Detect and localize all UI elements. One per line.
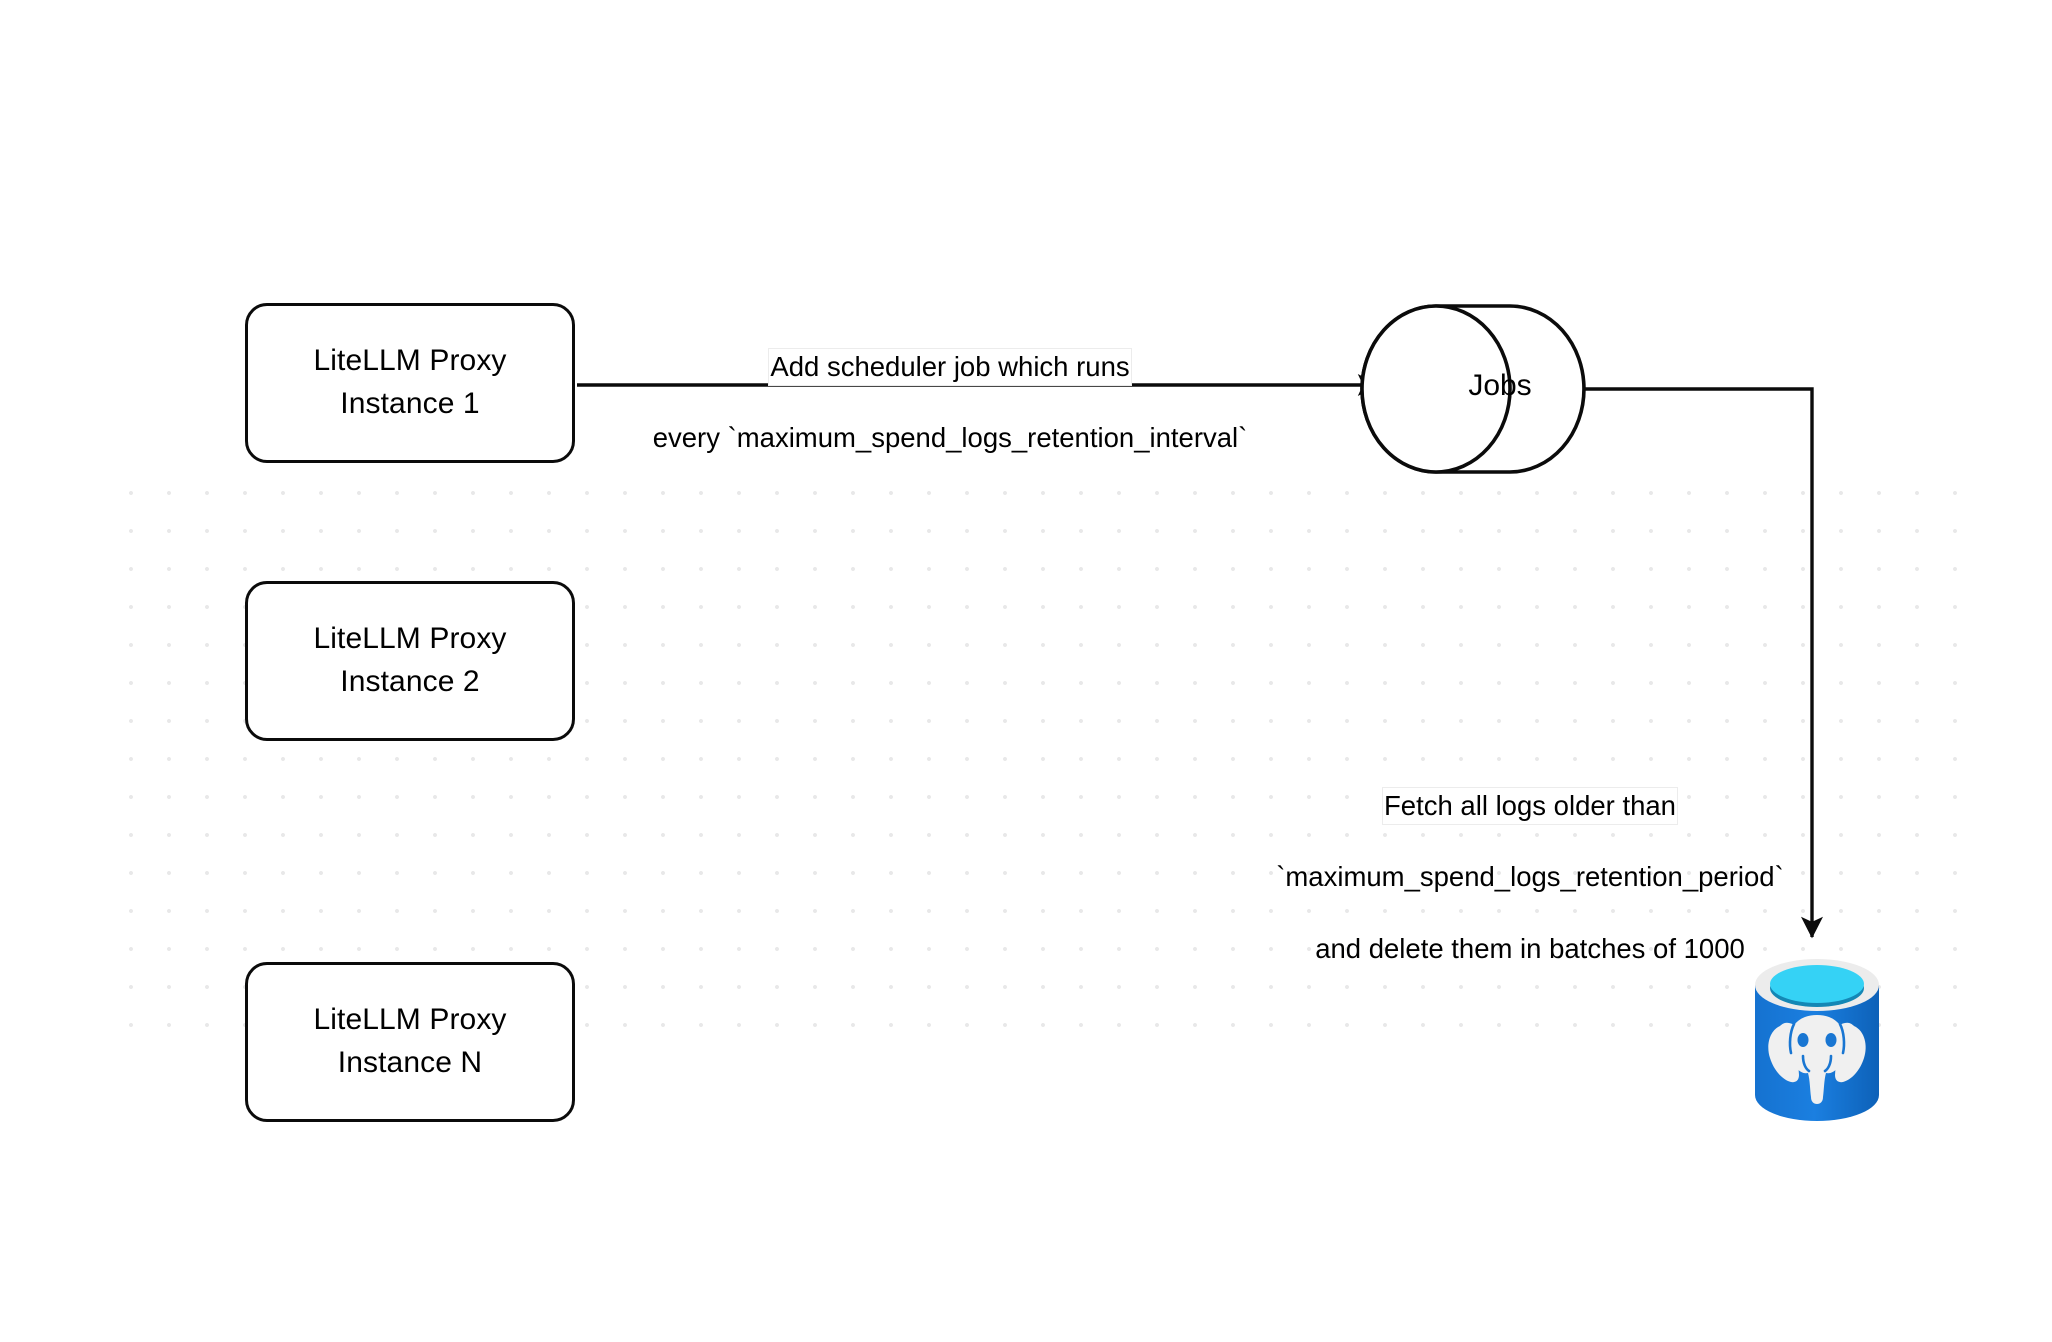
- postgres-elephant-detail: [1788, 1022, 1846, 1073]
- edge-label-scheduler-line-1: Add scheduler job which runs: [769, 348, 1131, 385]
- node-litellm-proxy-instance-2[interactable]: LiteLLM Proxy Instance 2: [245, 581, 575, 741]
- edge-label-scheduler: Add scheduler job which runs every `maxi…: [600, 313, 1300, 456]
- node-litellm-proxy-instance-1[interactable]: LiteLLM Proxy Instance 1: [245, 303, 575, 463]
- postgres-elephant-eyes: [1797, 1033, 1837, 1047]
- edge-label-scheduler-line-2: every `maximum_spend_logs_retention_inte…: [652, 422, 1248, 454]
- edge-jobs-to-database: [1584, 387, 1824, 939]
- edge-label-retention-line-3: and delete them in batches of 1000: [1315, 932, 1745, 964]
- edge-label-retention: Fetch all logs older than `maximum_spend…: [1240, 752, 1820, 967]
- edge-label-retention-line-1: Fetch all logs older than: [1383, 787, 1677, 824]
- node-jobs-label: Jobs: [1468, 369, 1532, 402]
- node-litellm-proxy-instance-n[interactable]: LiteLLM Proxy Instance N: [245, 962, 575, 1122]
- jobs-cylinder-shape: [1360, 304, 1586, 474]
- node-proxy-3-label: LiteLLM Proxy Instance N: [313, 1003, 507, 1079]
- node-proxy-2-label: LiteLLM Proxy Instance 2: [313, 622, 507, 698]
- postgresql-database-icon[interactable]: [1747, 952, 1887, 1132]
- edge-label-retention-line-2: `maximum_spend_logs_retention_period`: [1276, 861, 1784, 893]
- node-proxy-1-label: LiteLLM Proxy Instance 1: [313, 344, 507, 420]
